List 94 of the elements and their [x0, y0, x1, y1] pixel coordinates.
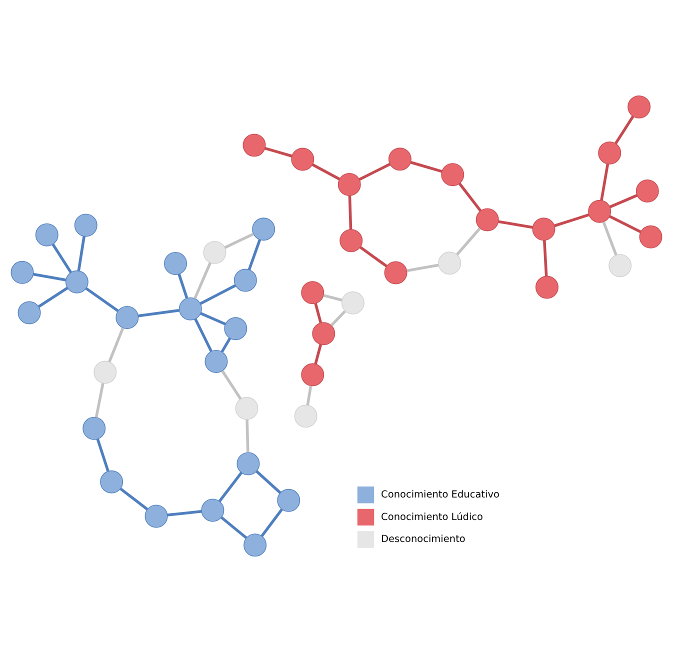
connector — [220, 337, 232, 352]
node-circle — [294, 404, 318, 428]
node-circle — [384, 260, 408, 284]
node-circle — [277, 488, 300, 512]
connector — [410, 160, 442, 172]
connector — [256, 470, 282, 494]
connector — [33, 272, 66, 281]
connector — [600, 163, 610, 200]
node-circle — [341, 290, 364, 314]
connector — [498, 220, 533, 228]
connector — [120, 487, 148, 510]
connector — [138, 308, 180, 317]
connector — [224, 232, 254, 248]
node-circle — [476, 208, 499, 231]
connector — [94, 382, 104, 418]
connector — [314, 302, 322, 322]
node-circle — [10, 260, 34, 284]
connector — [609, 194, 638, 208]
connector — [194, 318, 212, 352]
node-circle — [235, 396, 258, 420]
connector — [330, 310, 346, 326]
legend-label: Conocimiento Lúdico — [381, 511, 483, 522]
connector — [542, 240, 548, 276]
node-circle — [234, 268, 257, 292]
connector — [554, 212, 590, 227]
node-circle — [535, 275, 558, 298]
node-circle — [201, 498, 224, 522]
connector — [167, 510, 202, 516]
node-circle — [441, 162, 464, 186]
node-circle — [639, 224, 662, 248]
node-circle — [252, 217, 276, 240]
node-circle — [82, 416, 106, 440]
node-circle — [301, 362, 324, 386]
connector — [260, 508, 283, 536]
connector — [38, 286, 68, 308]
connector — [248, 238, 262, 270]
node-circle — [532, 217, 556, 240]
connector — [77, 236, 86, 270]
node-circle — [338, 172, 361, 196]
connector — [220, 516, 248, 538]
node-circle — [74, 213, 98, 236]
connector — [96, 438, 110, 471]
node-circle — [203, 240, 226, 264]
connector — [348, 195, 352, 230]
node-circle — [94, 360, 117, 384]
node-circle — [178, 296, 202, 320]
connector — [221, 370, 242, 400]
connector — [458, 182, 482, 212]
legend-label: Conocimiento Educativo — [381, 488, 500, 500]
node-circle — [291, 147, 314, 170]
node-circle — [598, 140, 622, 164]
node-circle — [116, 305, 139, 328]
node-circle — [608, 254, 632, 277]
connector — [602, 220, 618, 255]
legend-label: Desconocimiento — [381, 534, 466, 545]
connector — [52, 243, 72, 273]
node-circle — [438, 251, 462, 274]
connector — [85, 286, 119, 312]
connector — [218, 471, 242, 502]
node-circle — [244, 533, 267, 556]
connector — [312, 162, 340, 180]
node-circle — [65, 270, 88, 293]
node-circle — [340, 228, 363, 252]
connector — [314, 344, 322, 364]
connector — [194, 262, 212, 299]
node-circle — [236, 452, 260, 475]
node-circle — [388, 147, 412, 170]
connector — [246, 419, 250, 452]
node-circle — [18, 300, 41, 324]
connector — [264, 146, 292, 157]
node-circle — [312, 322, 336, 345]
node-circle — [164, 251, 187, 274]
connector — [306, 385, 312, 405]
connector — [108, 326, 124, 362]
node-circle — [636, 178, 659, 202]
connector — [358, 162, 391, 180]
node-circle — [301, 280, 324, 304]
connector — [609, 214, 642, 233]
node-circle — [35, 222, 58, 246]
connector — [178, 273, 188, 298]
connector — [614, 115, 634, 144]
connector — [200, 312, 226, 325]
connector — [200, 284, 236, 304]
node-circle — [628, 94, 651, 118]
node-circle — [224, 316, 248, 340]
node-circle — [242, 133, 266, 156]
connector — [360, 246, 388, 267]
connector — [323, 294, 342, 301]
connector — [406, 263, 439, 272]
node-circle — [588, 199, 612, 222]
node-circle — [144, 504, 168, 528]
connector — [456, 226, 481, 255]
node-circle — [100, 470, 124, 493]
node-circle — [204, 349, 228, 372]
